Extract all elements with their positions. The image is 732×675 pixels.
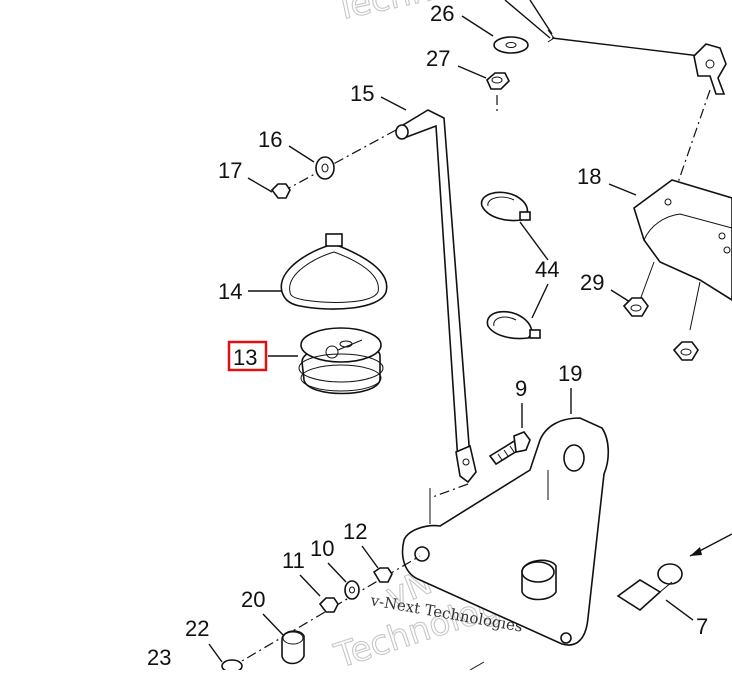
callout-44: 44: [519, 221, 559, 319]
svg-text:11: 11: [282, 548, 305, 573]
callout-22: 22: [185, 616, 223, 663]
svg-text:44: 44: [535, 257, 559, 282]
callout-18: 18: [577, 164, 637, 196]
callout-7: 7: [665, 599, 708, 639]
svg-text:26: 26: [430, 1, 454, 26]
callout-12: 12: [343, 519, 379, 569]
svg-text:29: 29: [580, 270, 604, 295]
clamp-44-upper: [480, 191, 531, 222]
svg-text:19: 19: [558, 361, 582, 386]
callout-10: 10: [310, 536, 347, 583]
nut-27: [486, 72, 510, 90]
grommet-13: [298, 327, 384, 395]
top-right-bracket: [693, 43, 727, 95]
svg-text:9: 9: [515, 376, 527, 401]
callout-16: 16: [258, 127, 315, 163]
callout-13-highlight: 13: [227, 340, 298, 372]
bolt-9: [488, 431, 531, 466]
nut-17: [270, 183, 291, 199]
washer-16: [315, 156, 335, 180]
svg-text:13: 13: [233, 345, 257, 370]
svg-text:17: 17: [218, 158, 242, 183]
lever-arm-19: [401, 417, 610, 646]
ball-stud-7: [616, 533, 732, 612]
clamp-44-lower: [486, 310, 541, 340]
callout-26: 26: [430, 1, 494, 37]
bracket-18: [633, 179, 732, 331]
callout-15: 15: [350, 81, 407, 111]
callout-14: 14: [218, 279, 282, 304]
svg-text:22: 22: [185, 616, 209, 641]
svg-text:15: 15: [350, 81, 374, 106]
axle-hardware: [221, 555, 485, 673]
spacer-12: [372, 567, 393, 583]
svg-text:20: 20: [241, 587, 265, 612]
callout-27: 27: [426, 46, 487, 79]
link-rod-15: [277, 109, 477, 484]
svg-text:7: 7: [696, 614, 708, 639]
callout-11: 11: [282, 548, 321, 597]
nut-29-lower: [672, 341, 699, 361]
washer-22: [221, 659, 243, 673]
svg-text:12: 12: [343, 519, 367, 544]
svg-text:14: 14: [218, 279, 242, 304]
highlight-box: [227, 340, 268, 372]
svg-text:27: 27: [426, 46, 450, 71]
nut-29-upper: [622, 297, 649, 317]
callout-9: 9: [515, 376, 527, 428]
svg-text:10: 10: [310, 536, 334, 561]
callout-23: 23: [147, 645, 171, 670]
top-cable-assembly: [486, 0, 727, 201]
washer-26: [493, 36, 529, 54]
callout-29: 29: [580, 270, 631, 303]
svg-text:23: 23: [147, 645, 171, 670]
svg-text:18: 18: [577, 164, 601, 189]
nut-11: [318, 597, 339, 613]
callout-19: 19: [558, 361, 582, 414]
callout-17: 17: [218, 158, 273, 193]
bushing-20: [281, 630, 305, 665]
band-clamp-14: [280, 233, 388, 310]
washer-10: [344, 580, 360, 600]
svg-text:16: 16: [258, 127, 282, 152]
callout-20: 20: [241, 587, 285, 637]
